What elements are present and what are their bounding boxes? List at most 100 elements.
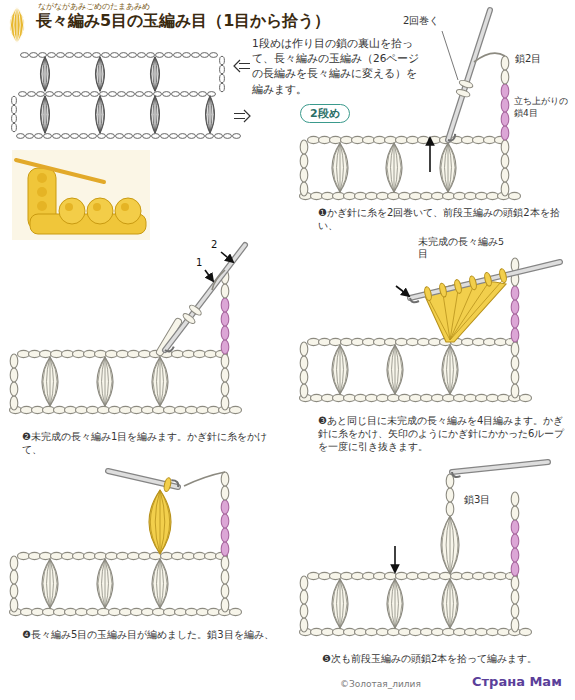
cluster-stitch-strand: [337, 579, 340, 628]
chain-stitch: [501, 140, 509, 154]
chain-stitch: [197, 134, 205, 139]
chain-stitch: [87, 608, 99, 615]
direction-arrow: [221, 252, 233, 262]
cluster-symbol-strand: [155, 57, 159, 91]
chain-stitch: [19, 92, 27, 97]
title: 長々編み5目の玉編み目（1目から拾う）: [36, 11, 330, 32]
chain-stitch: [484, 136, 496, 143]
cluster-stitch-strand: [448, 143, 455, 192]
chain-stitch: [190, 92, 198, 97]
chain-stitch: [465, 628, 477, 635]
chain-stitch: [421, 628, 433, 635]
chain-stitch: [487, 192, 499, 199]
chain-stitch: [495, 338, 507, 345]
cluster-stitch: [442, 579, 458, 628]
chain-stitch: [76, 406, 88, 413]
chain-stitch: [179, 134, 187, 139]
finished-cluster-strand: [450, 516, 454, 574]
cluster-symbol: [151, 96, 160, 133]
chain-stitch: [57, 53, 65, 58]
cluster-symbol-strand: [100, 57, 104, 91]
chain-stitch: [341, 338, 353, 345]
chain-stitch: [12, 114, 17, 122]
chain-stitch: [221, 326, 229, 340]
chain-stitch: [215, 134, 223, 139]
chain-stitch: [172, 92, 180, 97]
chain-stitch: [186, 406, 198, 413]
chain-stitch: [75, 53, 83, 58]
cluster-stitch-strand: [102, 559, 105, 608]
chain-stitch: [205, 350, 217, 357]
chain-stitch: [333, 394, 345, 401]
chain-stitch: [29, 552, 41, 559]
chain-stitch: [300, 154, 308, 168]
yarn-loop: [468, 275, 477, 290]
crochet-hook: [410, 262, 560, 298]
chain-stitch: [175, 406, 187, 413]
chain-stitch: [208, 92, 216, 97]
label-text: 未完成の長々編み5目: [418, 236, 508, 261]
cluster-symbol-strand: [208, 96, 210, 133]
chain-stitch: [300, 168, 308, 182]
chain-stitch: [319, 338, 331, 345]
chain-stitch: [520, 394, 532, 401]
chain-stitch: [91, 92, 99, 97]
chain-stitch: [418, 572, 430, 579]
crochet-hook: [452, 462, 548, 472]
chain-stitch: [106, 552, 118, 559]
chain-stitch: [10, 368, 18, 382]
cluster-stitch-strand: [160, 357, 163, 406]
chain-stitch: [501, 182, 509, 196]
cluster-stitch-strand: [443, 345, 450, 394]
label-text: ❸あと同じ目に未完成の長々編みを4目編みます。かぎ針に糸をかけ、矢印のようにかぎ…: [318, 414, 570, 453]
chain-stitch: [51, 552, 63, 559]
cluster-stitch-strand: [395, 579, 396, 628]
chain-stitch: [65, 406, 77, 413]
chain-stitch: [116, 134, 124, 139]
cluster-stitch: [386, 143, 402, 192]
chain-stitch: [511, 314, 519, 328]
chain-stitch: [51, 350, 63, 357]
cluster-symbol-strand: [45, 57, 46, 91]
cluster-stitch-strand: [160, 559, 163, 608]
chain-stitch: [62, 552, 74, 559]
cluster-stitch-strand: [443, 579, 450, 628]
chain-stitch: [501, 70, 509, 84]
hook-tip: [165, 347, 174, 352]
chain-stitch: [388, 628, 400, 635]
chain-stitch: [421, 192, 433, 199]
chain-stitch: [399, 628, 411, 635]
step-caption: ❹長々編み5目の玉編み目が編めました。鎖3目を編み、: [22, 628, 280, 641]
chain-stitch: [501, 168, 509, 182]
cluster-symbol-strand: [98, 96, 100, 133]
cluster-symbol-strand: [153, 96, 155, 133]
chain-stitch: [399, 192, 411, 199]
chain-stitch: [117, 350, 129, 357]
chain-stitch: [76, 608, 88, 615]
cluster-symbol-strand: [45, 57, 49, 91]
chain-stitch: [511, 590, 519, 604]
chain-stitch: [21, 608, 33, 615]
chain-stitch: [188, 134, 196, 139]
step-caption: ❷未完成の長々編み1目を編みます。かぎ針に糸をかけて、: [22, 430, 280, 456]
cluster-symbol: [151, 57, 160, 91]
chain-stitch: [501, 112, 509, 126]
chain-stitch: [128, 552, 140, 559]
chain-stitch: [300, 140, 308, 154]
chain-stitch: [421, 394, 433, 401]
chain-stitch: [32, 406, 44, 413]
hook-tip: [410, 298, 419, 302]
leader-line: [442, 31, 458, 80]
watermark: Страна Мам: [472, 674, 562, 691]
chain-stitch: [443, 628, 455, 635]
callout: 立ち上がりの鎖4目: [514, 96, 570, 119]
step-3-figure: [300, 258, 561, 402]
chain-stitch: [355, 628, 367, 635]
cluster-stitch-strand: [50, 357, 53, 406]
chain-stitch: [109, 92, 117, 97]
cluster-stitch-strand: [391, 143, 394, 192]
chain-stitch: [55, 92, 63, 97]
cluster-stitch-strand: [340, 345, 343, 394]
cluster-symbol-strand: [41, 57, 45, 91]
yarn-texture: [37, 201, 47, 211]
